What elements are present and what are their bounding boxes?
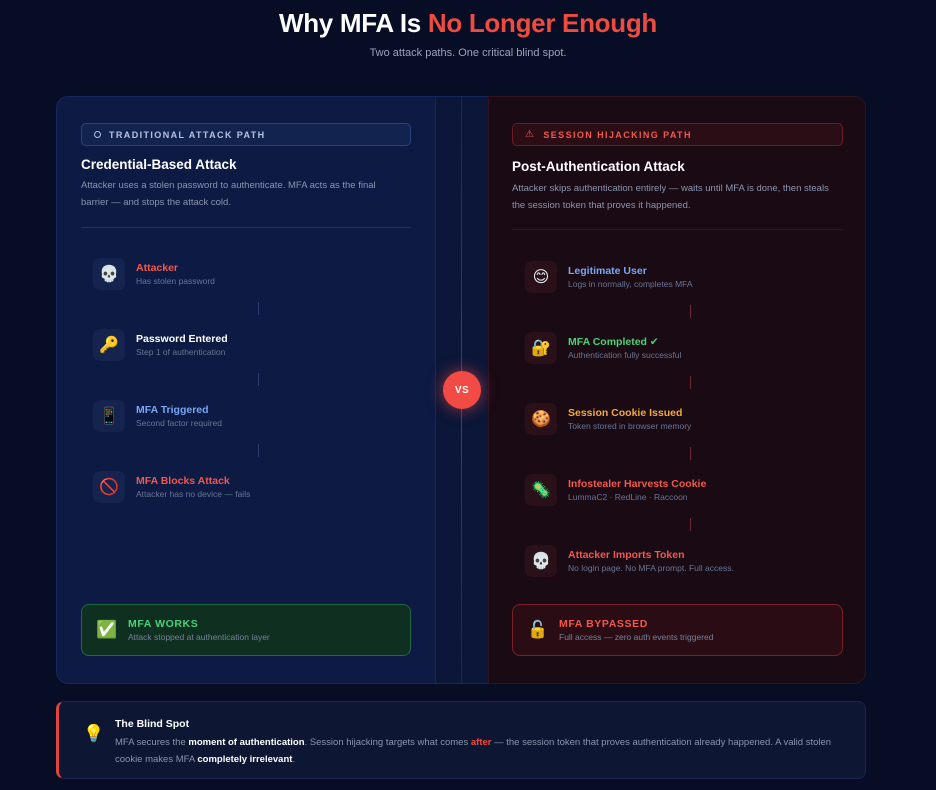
mfa-bypassed-result: 🔓 MFA BYPASSED Full access — zero auth e… [512, 604, 843, 656]
left-step-attacker: 💀 Attacker Has stolen password [93, 258, 215, 290]
step-label: Password Entered [136, 332, 228, 345]
phone-icon: 📱 [93, 400, 125, 432]
step-connector [690, 305, 691, 318]
step-connector [690, 518, 691, 531]
step-label: Session Cookie Issued [568, 406, 683, 419]
smiley-icon: 😊 [525, 261, 557, 293]
step-label: MFA Blocks Attack [136, 474, 230, 487]
page-subtitle: Two attack paths. One critical blind spo… [369, 47, 567, 59]
lightbulb-icon: 💡 [83, 724, 105, 743]
traditional-path-tag: TRADITIONAL ATTACK PATH [81, 123, 411, 146]
step-sub: Logs in normally, completes MFA [568, 278, 693, 289]
step-label: Legitimate User [568, 264, 647, 277]
step-sub: No login page. No MFA prompt. Full acces… [568, 562, 734, 573]
title-highlight: No Longer Enough [427, 8, 658, 38]
traditional-path-tag-label: TRADITIONAL ATTACK PATH [109, 129, 266, 140]
session-hijacking-panel [488, 96, 866, 684]
cookie-icon: 🍪 [525, 403, 557, 435]
step-label: MFA Triggered [136, 403, 209, 416]
step-sub: Has stolen password [136, 275, 215, 286]
emphasis-segment: after [470, 737, 492, 748]
left-step-mfa-triggered: 📱 MFA Triggered Second factor required [93, 400, 222, 432]
step-connector [258, 373, 259, 386]
skull-icon: 💀 [93, 258, 125, 290]
step-label: MFA Completed ✔ [568, 335, 659, 348]
right-step-attacker-imports: 💀 Attacker Imports Token No login page. … [525, 545, 734, 577]
step-sub: Authentication fully successful [568, 349, 682, 360]
left-step-mfa-blocks: 🚫 MFA Blocks Attack Attacker has no devi… [93, 471, 250, 503]
left-path-title: Credential-Based Attack [81, 157, 237, 172]
step-connector [690, 447, 691, 460]
left-path-description: Attacker uses a stolen password to authe… [81, 180, 376, 208]
right-step-cookie-issued: 🍪 Session Cookie Issued Token stored in … [525, 403, 691, 435]
result-sub: Full access — zero auth events triggered [559, 632, 714, 642]
right-step-infostealer: 🦠 Infostealer Harvests Cookie LummaC2 · … [525, 474, 706, 506]
mfa-works-result: ✅ MFA WORKS Attack stopped at authentica… [81, 604, 411, 656]
skull-icon: 💀 [525, 545, 557, 577]
step-sub: Step 1 of authentication [136, 346, 226, 357]
blind-spot-title: The Blind Spot [115, 718, 190, 730]
step-connector [258, 444, 259, 457]
step-connector [258, 302, 259, 315]
step-sub: Attacker has no device — fails [136, 488, 251, 499]
left-step-password: 🔑 Password Entered Step 1 of authenticat… [93, 329, 228, 361]
bold-segment: completely irrelevant [197, 754, 293, 765]
step-sub: LummaC2 · RedLine · Raccoon [568, 491, 688, 502]
unlock-icon: 🔓 [527, 620, 549, 639]
title-main: Why MFA Is [278, 8, 428, 38]
right-step-legit-user: 😊 Legitimate User Logs in normally, comp… [525, 261, 693, 293]
vs-badge: VS [443, 371, 481, 409]
session-path-tag: ⚠ SESSION HIJACKING PATH [512, 123, 843, 146]
prohibited-icon: 🚫 [93, 471, 125, 503]
text-segment: MFA secures the [115, 737, 189, 748]
result-title: MFA WORKS [128, 618, 199, 630]
page-title: Why MFA Is No Longer Enough [0, 8, 936, 39]
check-icon: ✅ [96, 620, 118, 639]
step-sub: Token stored in browser memory [568, 420, 692, 431]
step-label: Infostealer Harvests Cookie [568, 477, 707, 490]
key-icon: 🔑 [93, 329, 125, 361]
lock-key-icon: 🔐 [525, 332, 557, 364]
right-step-mfa-completed: 🔐 MFA Completed ✔ Authentication fully s… [525, 332, 681, 364]
right-path-title: Post-Authentication Attack [512, 159, 685, 174]
bold-segment: moment of authentication [188, 737, 305, 748]
result-title: MFA BYPASSED [559, 618, 648, 630]
step-sub: Second factor required [136, 417, 222, 428]
traditional-path-panel [56, 96, 436, 684]
blind-spot-text: MFA secures the moment of authentication… [115, 734, 855, 768]
text-segment: . Session hijacking targets what comes [304, 737, 471, 748]
microbe-icon: 🦠 [525, 474, 557, 506]
text-segment: . [292, 754, 296, 765]
text-segment: — the session token that proves authenti… [115, 737, 832, 765]
left-separator [81, 227, 411, 228]
step-label: Attacker [136, 261, 179, 274]
result-sub: Attack stopped at authentication layer [128, 632, 270, 642]
warning-icon: ⚠ [525, 129, 536, 140]
step-label: Attacker Imports Token [568, 548, 685, 561]
blind-spot-callout: 💡 The Blind Spot MFA secures the moment … [56, 701, 866, 779]
right-separator [512, 229, 843, 230]
session-path-tag-label: SESSION HIJACKING PATH [543, 129, 692, 140]
right-path-description: Attacker skips authentication entirely —… [512, 183, 829, 211]
circle-icon [94, 131, 101, 138]
step-connector [690, 376, 691, 389]
